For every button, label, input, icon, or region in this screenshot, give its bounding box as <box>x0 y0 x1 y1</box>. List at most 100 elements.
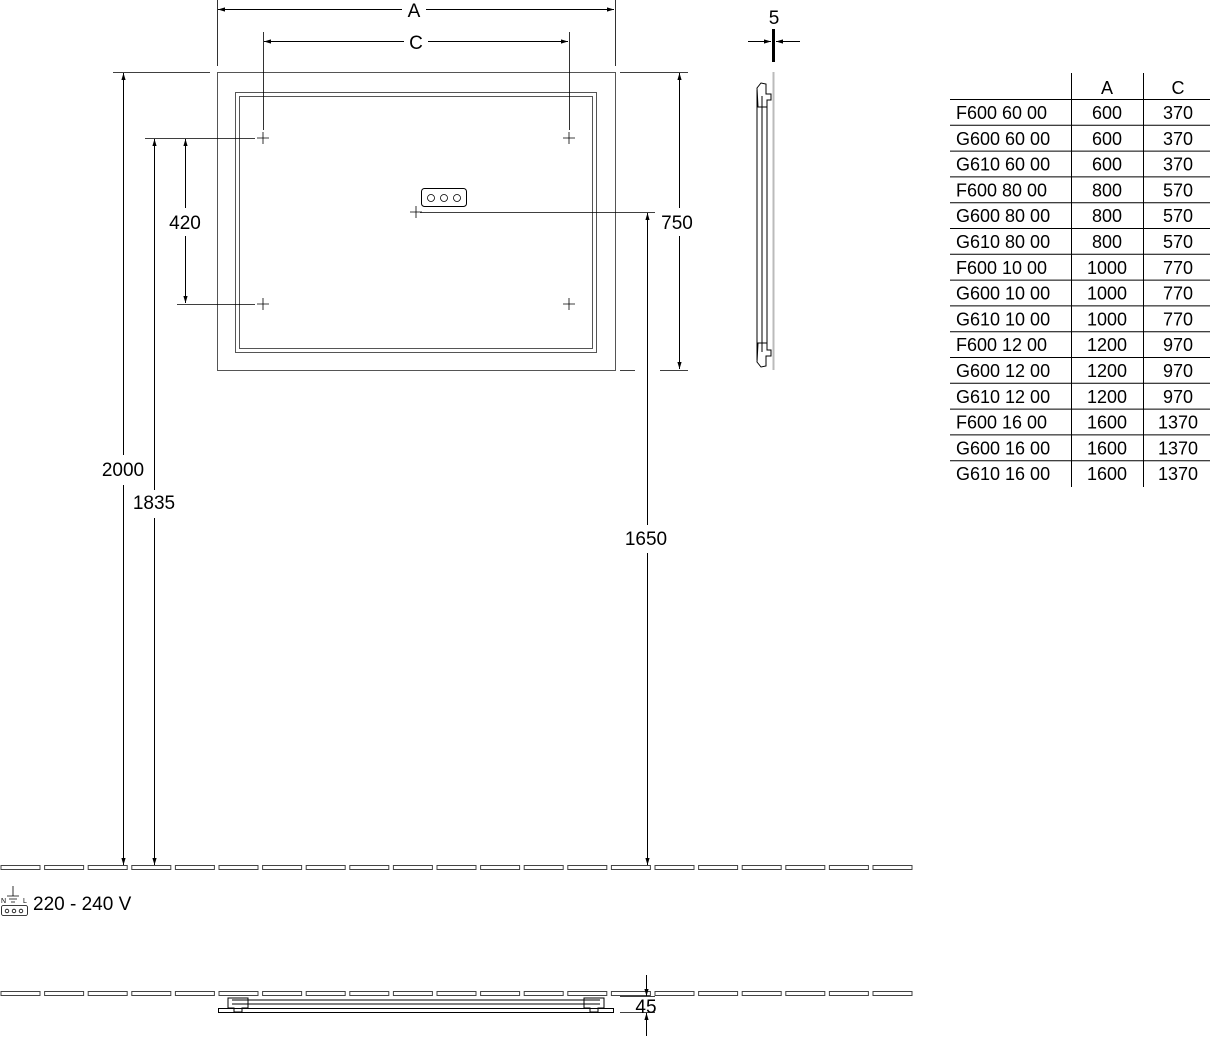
table-row: G610 10 00 1000 770 <box>950 305 1210 329</box>
floor-segment <box>436 865 477 870</box>
mirror-side-view <box>756 72 775 370</box>
wall-line <box>0 991 913 996</box>
c-cell: 1370 <box>1158 438 1198 458</box>
table-header-a: A <box>1101 78 1113 98</box>
floor-segment <box>44 865 85 870</box>
model-cell: G610 60 00 <box>956 155 1050 175</box>
table-row: G610 12 00 1200 970 <box>950 382 1210 407</box>
c-cell: 770 <box>1163 284 1193 304</box>
a-cell: 1600 <box>1087 438 1127 458</box>
dimension-750: 750 <box>620 72 693 371</box>
dimension-depth-45: 45 <box>620 975 657 1036</box>
socket-icon <box>421 188 467 207</box>
floor-segment <box>698 865 739 870</box>
floor-segment <box>523 991 564 996</box>
floor-segment <box>741 991 782 996</box>
table-row: G610 60 00 600 370 <box>950 150 1210 175</box>
c-cell: 770 <box>1163 258 1193 278</box>
floor-segment <box>436 991 477 996</box>
svg-text:750: 750 <box>661 213 693 234</box>
a-cell: 600 <box>1092 155 1122 175</box>
dimension-a: A <box>217 0 616 66</box>
floor-segment <box>44 991 85 996</box>
floor-segment <box>698 991 739 996</box>
c-cell: 1370 <box>1158 464 1198 484</box>
floor-line <box>0 865 913 870</box>
floor-segment <box>392 991 433 996</box>
c-cell: 1370 <box>1158 413 1198 433</box>
c-cell: 370 <box>1163 155 1193 175</box>
model-cell: G610 12 00 <box>956 387 1050 407</box>
floor-segment <box>828 865 869 870</box>
table-header-c: C <box>1172 78 1185 98</box>
a-cell: 800 <box>1092 206 1122 226</box>
c-cell: 970 <box>1163 335 1193 355</box>
model-cell: F600 12 00 <box>956 335 1047 355</box>
model-cell: G610 10 00 <box>956 309 1050 329</box>
floor-segment <box>828 991 869 996</box>
model-cell: F600 80 00 <box>956 180 1047 200</box>
a-cell: 800 <box>1092 232 1122 252</box>
floor-segment <box>480 991 521 996</box>
a-cell: 1600 <box>1087 413 1127 433</box>
model-cell: G610 16 00 <box>956 464 1050 484</box>
c-cell: 770 <box>1163 309 1193 329</box>
a-cell: 1000 <box>1087 309 1127 329</box>
power-connection-icon: N L <box>1 886 28 916</box>
mirror-front-view <box>217 72 616 371</box>
floor-segment <box>87 991 128 996</box>
floor-segment <box>174 991 215 996</box>
a-cell: 1200 <box>1087 335 1127 355</box>
model-cell: G600 80 00 <box>956 206 1050 226</box>
dimension-1650: 1650 <box>420 212 667 865</box>
floor-segment <box>741 865 782 870</box>
a-cell: 1200 <box>1087 361 1127 381</box>
floor-segment <box>654 991 695 996</box>
a-cell: 600 <box>1092 129 1122 149</box>
a-cell: 800 <box>1092 180 1122 200</box>
model-cell: F600 10 00 <box>956 258 1047 278</box>
a-cell: 1200 <box>1087 387 1127 407</box>
mounting-hole-markers <box>257 132 575 310</box>
floor-segment <box>349 991 390 996</box>
voltage-label: 220 - 240 V <box>33 894 132 915</box>
c-cell: 970 <box>1163 387 1193 407</box>
model-cell: G610 80 00 <box>956 232 1050 252</box>
floor-segment <box>262 991 303 996</box>
floor-segment <box>872 991 913 996</box>
svg-text:2000: 2000 <box>102 460 144 481</box>
dimension-c: C <box>263 32 570 130</box>
a-cell: 600 <box>1092 103 1122 123</box>
model-cell: G600 60 00 <box>956 129 1050 149</box>
floor-segment <box>0 991 41 996</box>
model-cell: G600 10 00 <box>956 284 1050 304</box>
floor-segment <box>610 865 651 870</box>
model-cell: F600 16 00 <box>956 413 1047 433</box>
svg-text:L: L <box>23 898 27 905</box>
a-cell: 1000 <box>1087 284 1127 304</box>
table-row: F600 12 00 1200 970 <box>950 331 1210 355</box>
floor-segment <box>567 991 608 996</box>
table-row: G600 10 00 1000 770 <box>950 279 1210 304</box>
floor-segment <box>610 991 651 996</box>
floor-segment <box>87 865 128 870</box>
floor-segment <box>131 865 172 870</box>
mirror-top-view <box>218 997 614 1013</box>
svg-text:1650: 1650 <box>625 529 667 550</box>
svg-text:A: A <box>408 1 421 22</box>
floor-segment <box>654 865 695 870</box>
floor-segment <box>480 865 521 870</box>
dimension-2000: 2000 <box>102 72 210 865</box>
floor-segment <box>262 865 303 870</box>
floor-segment <box>567 865 608 870</box>
floor-segment <box>349 865 390 870</box>
svg-text:1835: 1835 <box>133 493 175 514</box>
c-cell: 970 <box>1163 361 1193 381</box>
